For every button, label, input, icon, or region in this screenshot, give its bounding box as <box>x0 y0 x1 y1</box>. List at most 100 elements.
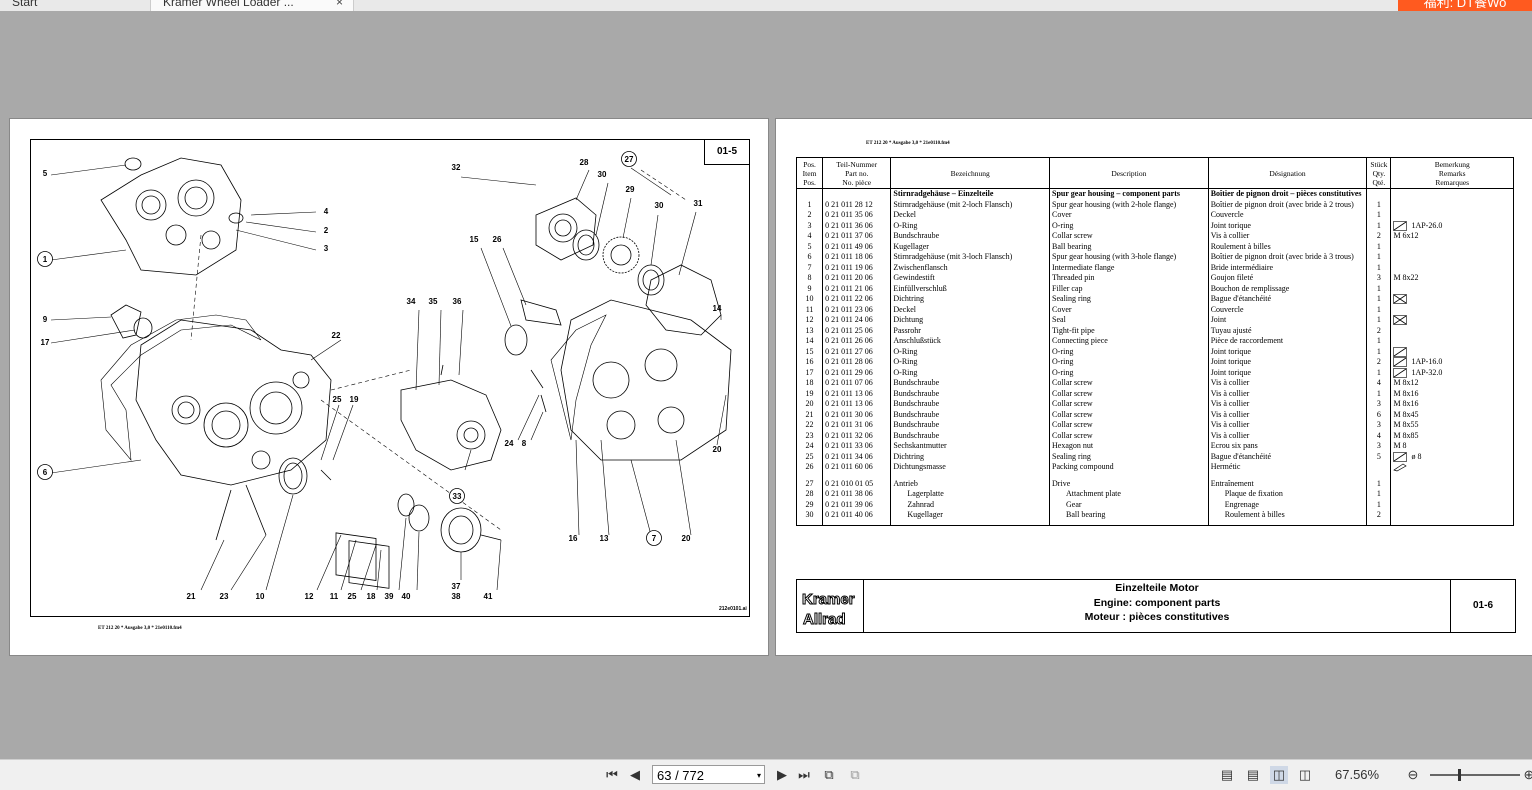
callout-label: 37 <box>452 582 461 591</box>
table-cell-de: Sechskantmutter <box>890 441 1051 452</box>
table-cell-part: 0 21 011 40 06 <box>822 510 892 521</box>
callout-19: 19 <box>350 395 359 404</box>
callout-25: 25 <box>348 592 357 601</box>
continuous-view-icon[interactable]: ▤ <box>1246 767 1260 782</box>
col-designation: Désignation <box>1207 157 1368 189</box>
callout-circle <box>449 488 465 504</box>
table-cell-en: Collar screw <box>1049 420 1209 431</box>
table-cell-qty: 1 <box>1366 241 1392 252</box>
document-viewport[interactable]: 01-5 <box>0 11 1532 759</box>
callout-18: 18 <box>367 592 376 601</box>
callout-label: 13 <box>600 534 609 543</box>
zoom-level[interactable]: 67.56% <box>1335 767 1380 782</box>
table-cell-pos: 26 <box>795 462 824 473</box>
side-panel-grip[interactable] <box>0 341 4 381</box>
remark-text: 1AP-16.0 <box>1411 357 1443 366</box>
table-cell-qty: 1 <box>1366 489 1392 500</box>
table-cell-fr: Joint torique <box>1207 367 1368 378</box>
table-cell-part: 0 21 011 21 06 <box>822 283 892 294</box>
table-cell-pos: 23 <box>795 430 824 441</box>
table-cell-pos: 30 <box>795 510 824 521</box>
table-cell-fr: Engrenage <box>1207 499 1368 510</box>
close-icon[interactable]: × <box>335 0 343 9</box>
callout-3: 3 <box>324 244 329 253</box>
table-cell-de: Zahnrad <box>890 499 1051 510</box>
callout-27: 27 <box>621 151 637 167</box>
table-cell-de: Dichtring <box>890 294 1051 305</box>
table-cell-de: Anschlußstück <box>890 336 1051 347</box>
callout-label: 5 <box>43 169 48 178</box>
table-cell-rem: ø 8 <box>1390 451 1514 462</box>
left-page-footer: ET 212 20 * Ausgabe 3,0 * 21e0110.fm4 <box>98 626 182 631</box>
table-cell-rem <box>1390 325 1514 336</box>
tab-document[interactable]: Kramer Wheel Loader ... × <box>150 0 354 11</box>
callout-label: 1 <box>43 255 48 264</box>
table-cell-fr: Vis à collier <box>1207 388 1368 399</box>
chevron-down-icon[interactable]: ▾ <box>756 771 761 780</box>
fit-page-icon[interactable]: ⧉ <box>824 767 834 782</box>
part-spur-gear-housing-large <box>135 319 332 486</box>
table-cell-pos: 6 <box>795 252 824 263</box>
zoom-slider-handle[interactable] <box>1458 769 1461 781</box>
callout-10: 10 <box>256 592 265 601</box>
table-cell-de: Kugellager <box>890 241 1051 252</box>
callout-label: 32 <box>452 163 461 172</box>
fit-width-icon[interactable]: ⧉ <box>850 767 860 782</box>
title-block: Kramer Allrad Einzelteile Motor Engine: … <box>796 579 1516 633</box>
col-description: Description <box>1049 157 1209 189</box>
zoom-slider[interactable] <box>1430 769 1520 781</box>
tab-start[interactable]: Start <box>12 0 38 9</box>
table-cell-rem: M 8x45 <box>1390 409 1514 420</box>
table-cell-part: 0 21 011 31 06 <box>822 420 892 431</box>
table-cell-qty: 2 <box>1366 325 1392 336</box>
table-cell-pos: 28 <box>795 489 824 500</box>
page-number-input[interactable]: 63 / 772 ▾ <box>652 765 765 784</box>
table-cell-part: 0 21 011 38 06 <box>822 489 892 500</box>
table-cell-qty: 4 <box>1366 378 1392 389</box>
first-page-icon[interactable]: ⏮ <box>606 767 618 782</box>
oring-symbol-icon <box>1393 367 1408 378</box>
table-cell-qty: 4 <box>1366 430 1392 441</box>
last-page-icon[interactable]: ⏭ <box>798 767 810 782</box>
two-page-view-icon[interactable]: ◫ <box>1270 766 1288 784</box>
sealant-tube-icon <box>1393 462 1408 472</box>
zoom-in-icon[interactable]: ⊕ <box>1523 767 1532 782</box>
callout-label: 20 <box>713 445 722 454</box>
callout-label: 24 <box>505 439 514 448</box>
promo-banner[interactable]: 福利: DT餐Wo <box>1398 0 1532 11</box>
table-cell-rem: M 8x16 <box>1390 388 1514 399</box>
table-cell-pos: 14 <box>795 336 824 347</box>
table-cell-en: Cover <box>1049 304 1209 315</box>
table-cell-rem: M 8x22 <box>1390 273 1514 284</box>
table-cell-part: 0 21 011 07 06 <box>822 378 892 389</box>
callout-11: 11 <box>330 592 339 601</box>
table-cell-fr: Bague d'étanchéité <box>1207 294 1368 305</box>
callout-circle <box>37 464 53 480</box>
single-page-view-icon[interactable]: ▤ <box>1220 767 1234 782</box>
table-cell-rem <box>1390 304 1514 315</box>
table-cell-qty: 1 <box>1366 315 1392 326</box>
page-right: ET 212 20 * Ausgabe 3,0 * 21e0110.fm4 Po… <box>775 118 1532 656</box>
oring-symbol-icon <box>1393 451 1408 462</box>
table-cell-fr: Joint torique <box>1207 346 1368 357</box>
table-cell-fr: Roulement à billes <box>1207 510 1368 521</box>
two-page-continuous-view-icon[interactable]: ◫ <box>1298 767 1312 782</box>
zoom-out-icon[interactable]: ⊖ <box>1407 767 1419 782</box>
table-cell-de: Bundschraube <box>890 420 1051 431</box>
table-cell-de: Bundschraube <box>890 399 1051 410</box>
oring-symbol-icon <box>1393 346 1408 357</box>
part-intermediate-flange <box>560 299 732 461</box>
next-page-icon[interactable]: ▶ <box>777 767 787 782</box>
table-cell-rem <box>1390 262 1514 273</box>
previous-page-icon[interactable]: ◀ <box>630 767 640 782</box>
table-cell-fr: Pièce de raccordement <box>1207 336 1368 347</box>
table-cell-fr: Bouchon de remplissage <box>1207 283 1368 294</box>
